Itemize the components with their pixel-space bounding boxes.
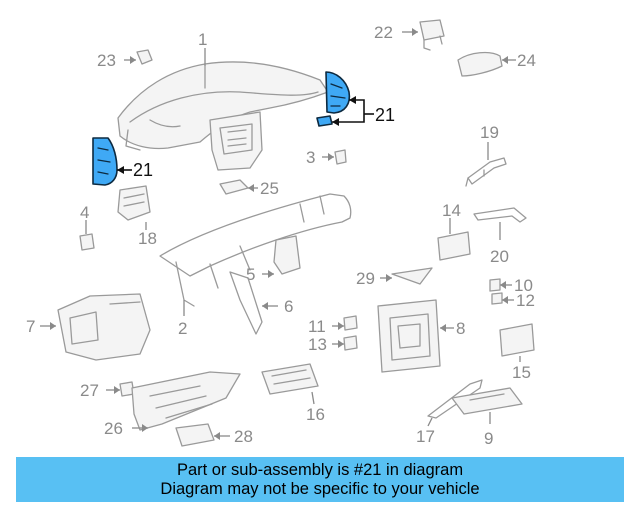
part-18-vent (117, 185, 151, 221)
label-24: 24 (517, 51, 536, 70)
part-29-trim (391, 267, 433, 285)
label-4: 4 (80, 203, 89, 222)
part-11-switch (343, 315, 358, 331)
part-12-clip (491, 292, 503, 305)
label-17: 17 (416, 427, 435, 446)
part-15-cover (499, 323, 535, 357)
part-13-switch (343, 335, 358, 351)
label-8: 8 (456, 319, 465, 338)
label-11: 11 (308, 317, 326, 336)
part-9-tray (451, 387, 523, 415)
label-3: 3 (306, 148, 315, 167)
label-14: 14 (442, 201, 461, 220)
label-18: 18 (138, 229, 157, 248)
label-12: 12 (516, 291, 535, 310)
part-24-cover (457, 51, 503, 77)
banner-line-2: Diagram may not be specific to your vehi… (160, 480, 480, 498)
part-21-right-panel (325, 71, 351, 114)
part-14-panel (437, 231, 471, 261)
label-26: 26 (104, 419, 123, 438)
label-19: 19 (480, 123, 499, 142)
label-13: 13 (308, 335, 327, 354)
label-25: 25 (260, 179, 279, 198)
label-28: 28 (234, 427, 253, 446)
banner-line-1: Part or sub-assembly is #21 in diagram (176, 461, 464, 479)
part-28-pocket (175, 423, 215, 447)
leader-21-right (332, 99, 365, 123)
part-4-clip (79, 233, 95, 251)
part-22-switch (419, 19, 445, 51)
label-15: 15 (512, 363, 531, 382)
label-7: 7 (26, 317, 35, 336)
leader-16 (311, 391, 315, 405)
part-3-clip (334, 149, 347, 165)
label-1: 1 (198, 30, 207, 49)
part-6-bracket (229, 271, 263, 335)
label-20: 20 (490, 247, 509, 266)
part-5-bracket (273, 235, 301, 275)
part-19-bracket (465, 157, 507, 187)
part-23-clip (136, 49, 153, 65)
label-21-left: 21 (133, 160, 153, 180)
info-banner: Part or sub-assembly is #21 in diagram D… (16, 457, 624, 502)
part-26-glove-box-door (131, 371, 241, 431)
part-21-right-clip (316, 115, 333, 127)
label-22: 22 (374, 23, 393, 42)
label-5: 5 (246, 265, 255, 284)
label-23: 23 (97, 51, 116, 70)
label-9: 9 (484, 429, 493, 448)
label-27: 27 (80, 381, 99, 400)
label-6: 6 (284, 297, 293, 316)
part-10-clip (489, 278, 501, 292)
arrow-21-left (117, 166, 124, 174)
parts-diagram: 1 21 21 22 23 24 3 19 (26, 19, 536, 448)
part-1-instrument-panel (117, 61, 329, 171)
label-21-right: 21 (375, 105, 395, 125)
label-2: 2 (178, 319, 187, 338)
part-7-glove-box-housing (57, 293, 151, 361)
part-17-rod (427, 379, 483, 419)
label-29: 29 (356, 269, 375, 288)
label-10: 10 (514, 276, 533, 295)
part-25-bracket (219, 179, 249, 195)
label-16: 16 (306, 405, 325, 424)
part-8-center-bezel (377, 299, 441, 373)
part-2-cross-member (159, 193, 352, 307)
part-20-trim-strip (473, 207, 527, 223)
part-16-console-panel (261, 363, 319, 395)
leader-17 (427, 417, 433, 427)
